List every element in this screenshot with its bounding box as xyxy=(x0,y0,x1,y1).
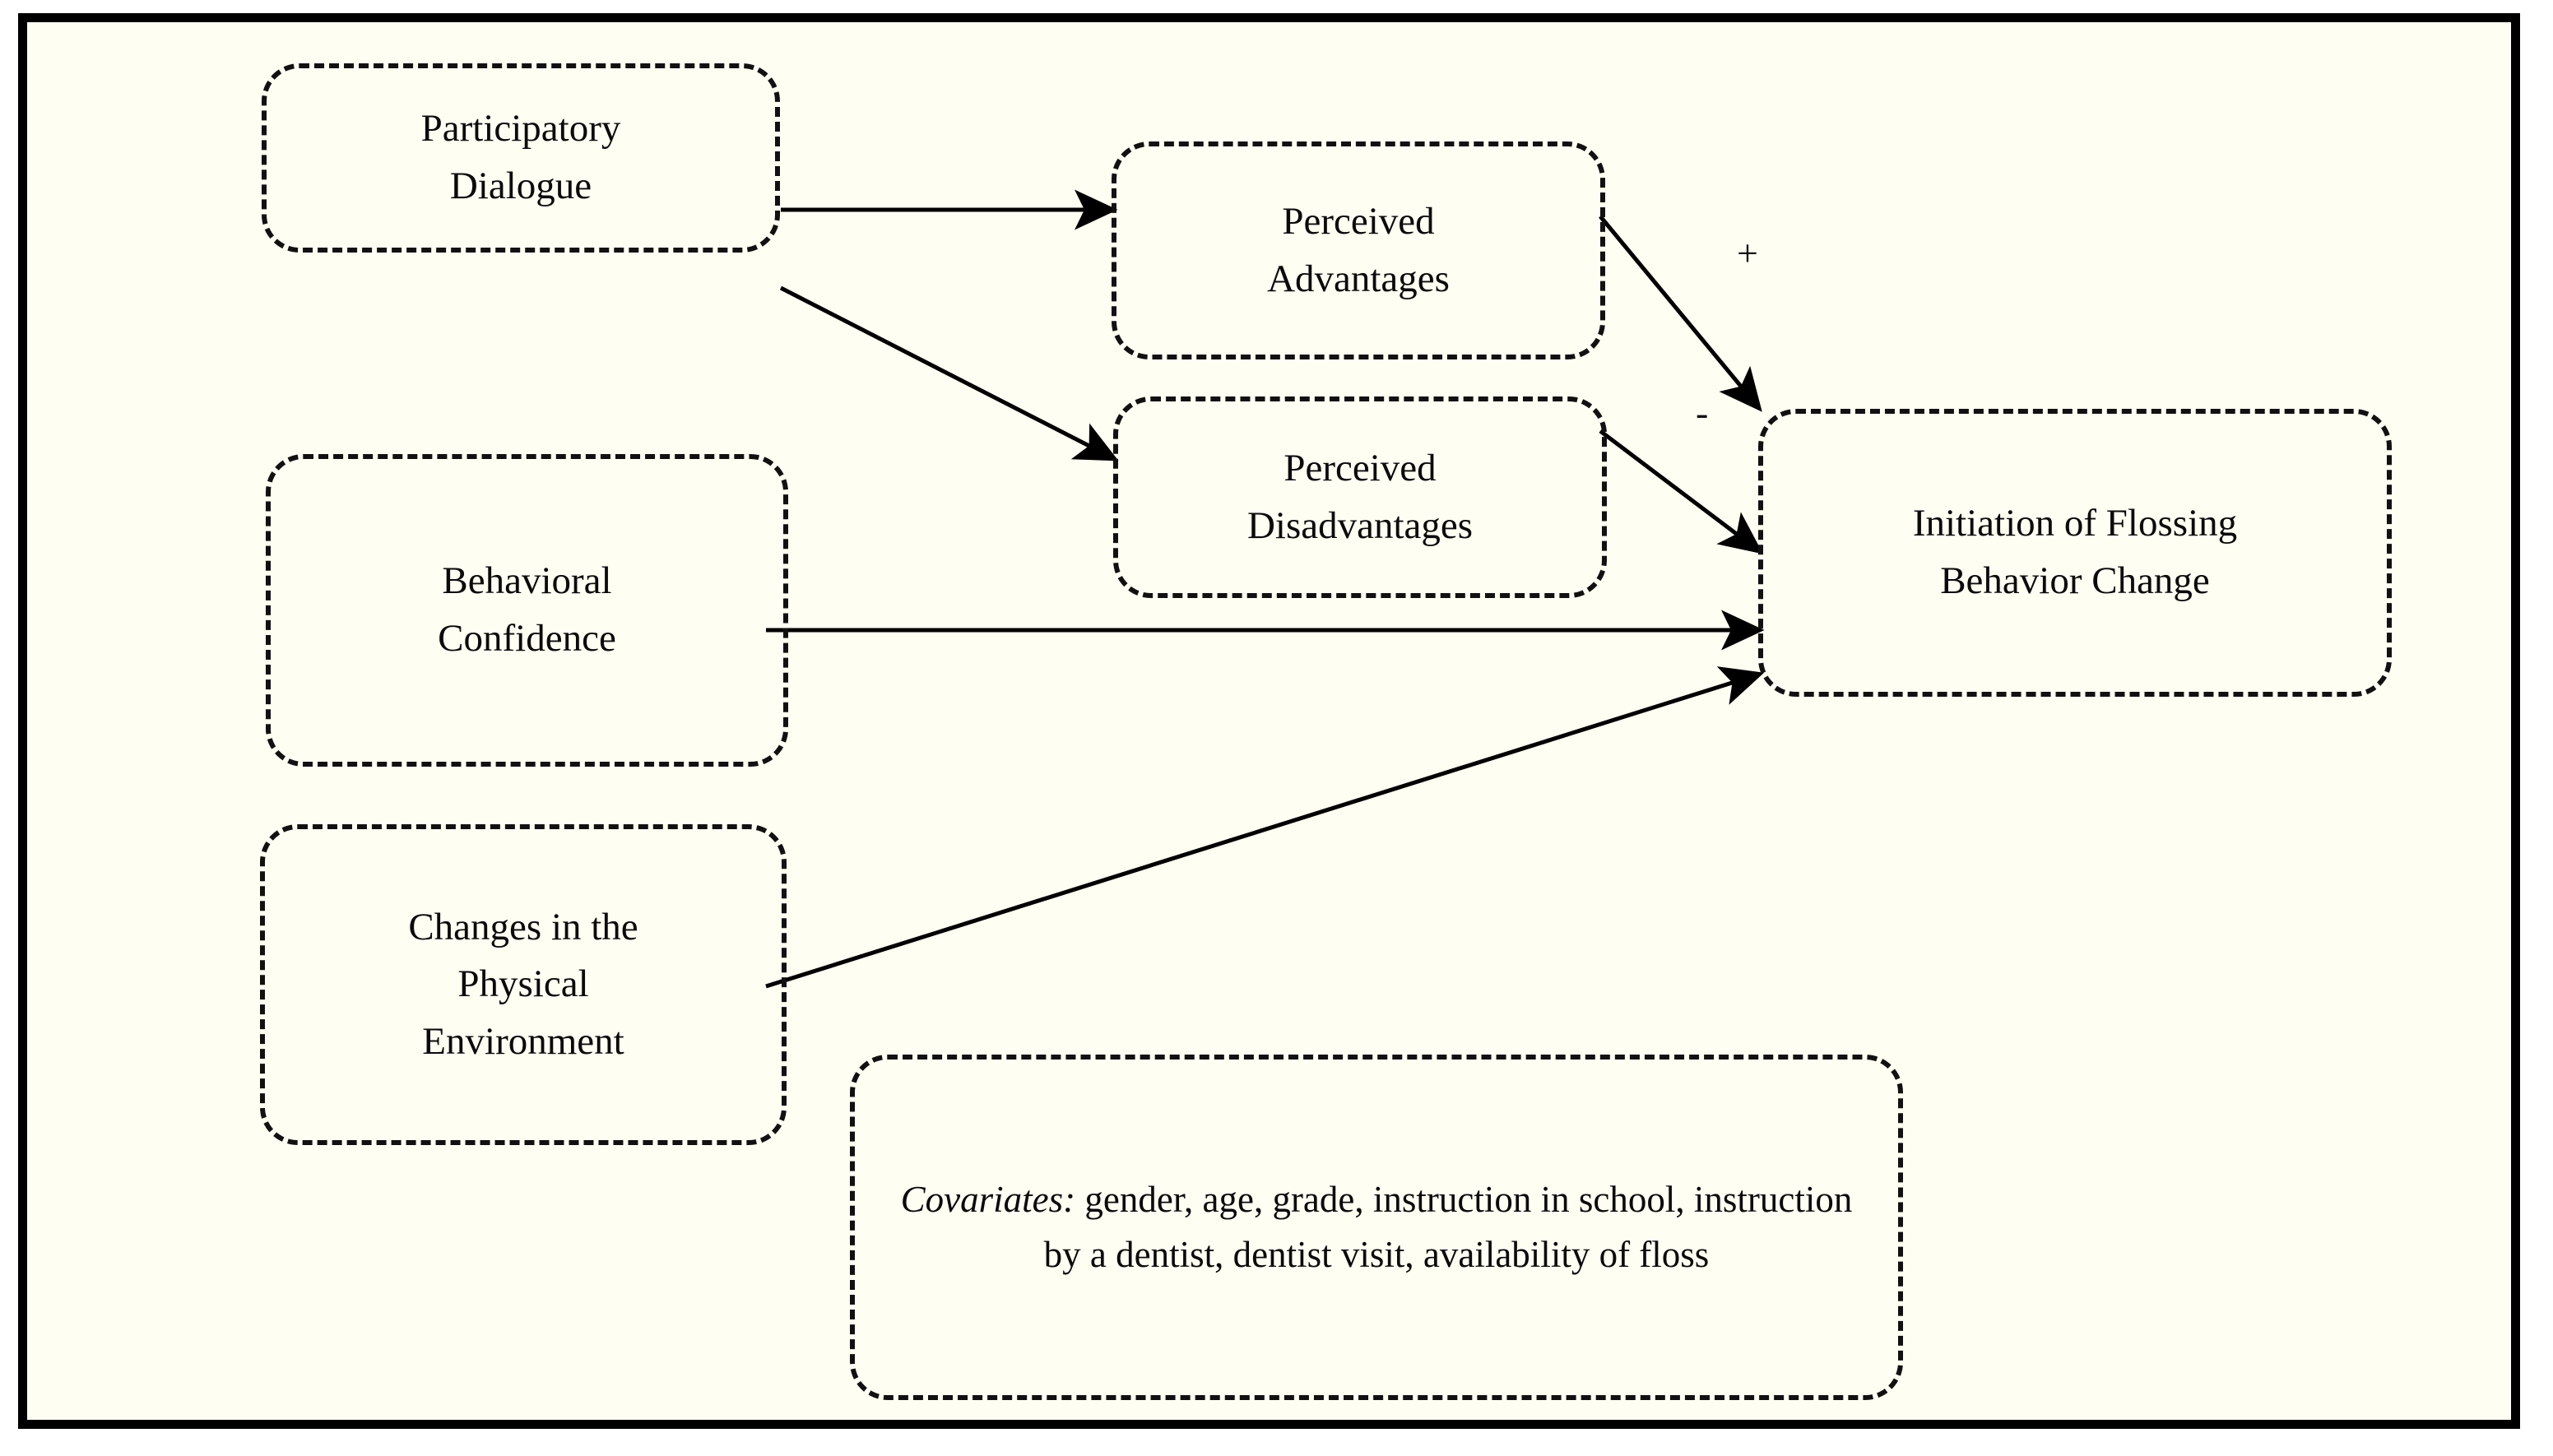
edge-advantages-to-initiation xyxy=(1599,215,1762,412)
node-covariates[interactable]: Covariates: gender, age, grade, instruct… xyxy=(850,1055,1903,1400)
edge-sign-plus: + xyxy=(1737,232,1758,274)
covariates-emphasis: Covariates: xyxy=(900,1179,1076,1221)
edge-sign-minus: - xyxy=(1696,392,1709,434)
edge-disadvantages-to-initiation xyxy=(1599,429,1763,554)
covariates-rest: gender, age, grade, instruction in schoo… xyxy=(1043,1179,1853,1275)
edge-pd-to-disadvantages xyxy=(779,285,1119,461)
node-covariates-text: Covariates: gender, age, grade, instruct… xyxy=(894,1172,1859,1282)
edge-environment-to-initiation xyxy=(765,666,1765,989)
